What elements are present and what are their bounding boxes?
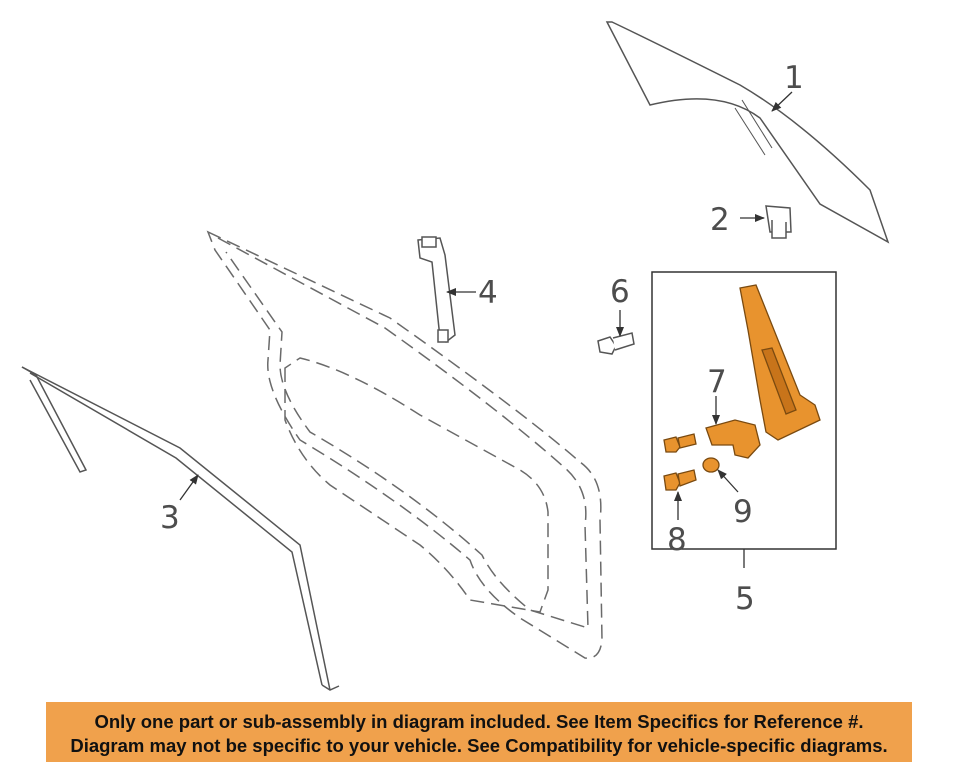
callout-9: 9 — [733, 494, 753, 530]
callout-4: 4 — [478, 275, 498, 311]
callout-1: 1 — [784, 60, 804, 96]
guide-rail-part — [417, 236, 456, 343]
parts-diagram: 1 2 3 4 5 6 7 8 9 — [21, 21, 890, 691]
callout-2: 2 — [710, 202, 730, 238]
glass-clip-part — [765, 205, 792, 239]
door-outline — [206, 230, 603, 659]
notice-line-1: Only one part or sub-assembly in diagram… — [94, 711, 864, 732]
notice-banner: Only one part or sub-assembly in diagram… — [46, 702, 912, 762]
leader-lines — [179, 91, 793, 568]
bracket-part[interactable] — [705, 419, 761, 459]
callout-3: 3 — [160, 500, 180, 536]
callout-8: 8 — [667, 522, 687, 558]
callout-7: 7 — [707, 364, 727, 400]
notice-line-2: Diagram may not be specific to your vehi… — [70, 735, 888, 756]
callout-5: 5 — [735, 581, 755, 617]
window-regulator-part — [739, 284, 821, 441]
run-channel-part — [21, 366, 340, 691]
washer-part[interactable] — [702, 457, 720, 473]
bolt-part — [597, 332, 635, 355]
door-glass-part — [605, 21, 890, 244]
bolt-8-part[interactable] — [663, 433, 697, 491]
callout-6: 6 — [610, 274, 630, 310]
